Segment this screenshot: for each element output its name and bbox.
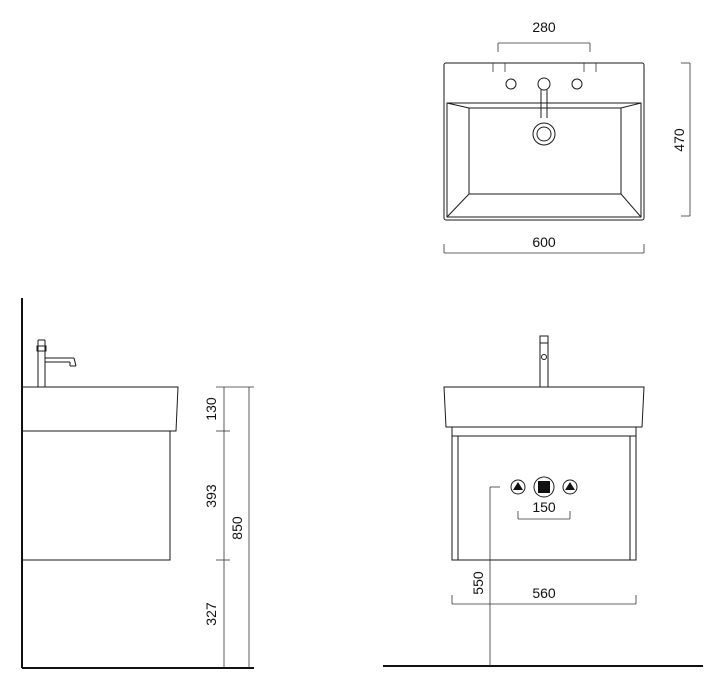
- dim-cabinet-height-label: 393: [203, 484, 219, 508]
- faucet-side: [36, 339, 77, 387]
- top-view: 280 470: [443, 19, 691, 254]
- dim-cabinet-width: 560: [451, 585, 637, 605]
- front-view: 150 550 560: [383, 335, 703, 667]
- cabinet-side: [22, 430, 171, 561]
- dim-cabinet-width-label: 560: [532, 585, 556, 601]
- dim-hole-spacing-label: 280: [532, 19, 556, 35]
- dim-basin-height-label: 130: [203, 397, 219, 421]
- drain-top-inner: [536, 126, 552, 142]
- faucet-base-top: [537, 77, 551, 91]
- tap-hole-left: [505, 78, 517, 90]
- drain-symbols: [510, 476, 578, 498]
- drain-top-outer: [532, 122, 556, 146]
- dim-drain-height: 550: [470, 486, 500, 666]
- dim-width: 600: [443, 234, 645, 254]
- basin-bowl-top: [468, 107, 622, 195]
- dim-drain-spacing: 150: [517, 499, 571, 520]
- faucet-front: [539, 335, 549, 388]
- dim-depth-label: 470: [671, 128, 687, 152]
- basin-rim-top: [446, 102, 642, 218]
- basin-outline-top: [443, 62, 645, 221]
- dim-depth: 470: [671, 62, 691, 217]
- basin-side: [22, 386, 179, 432]
- dim-drain-spacing-label: 150: [532, 499, 556, 515]
- dim-drain-height-label: 550: [470, 571, 486, 595]
- dim-width-label: 600: [532, 234, 556, 250]
- dim-total-height-label: 850: [229, 516, 245, 540]
- tap-hole-right: [571, 78, 583, 90]
- dim-floor-to-cabinet-label: 327: [203, 602, 219, 626]
- basin-front: [443, 386, 645, 428]
- cabinet-front: [451, 426, 637, 561]
- side-view: 130 393 850 327: [21, 298, 254, 669]
- dim-hole-spacing: 280: [497, 19, 591, 52]
